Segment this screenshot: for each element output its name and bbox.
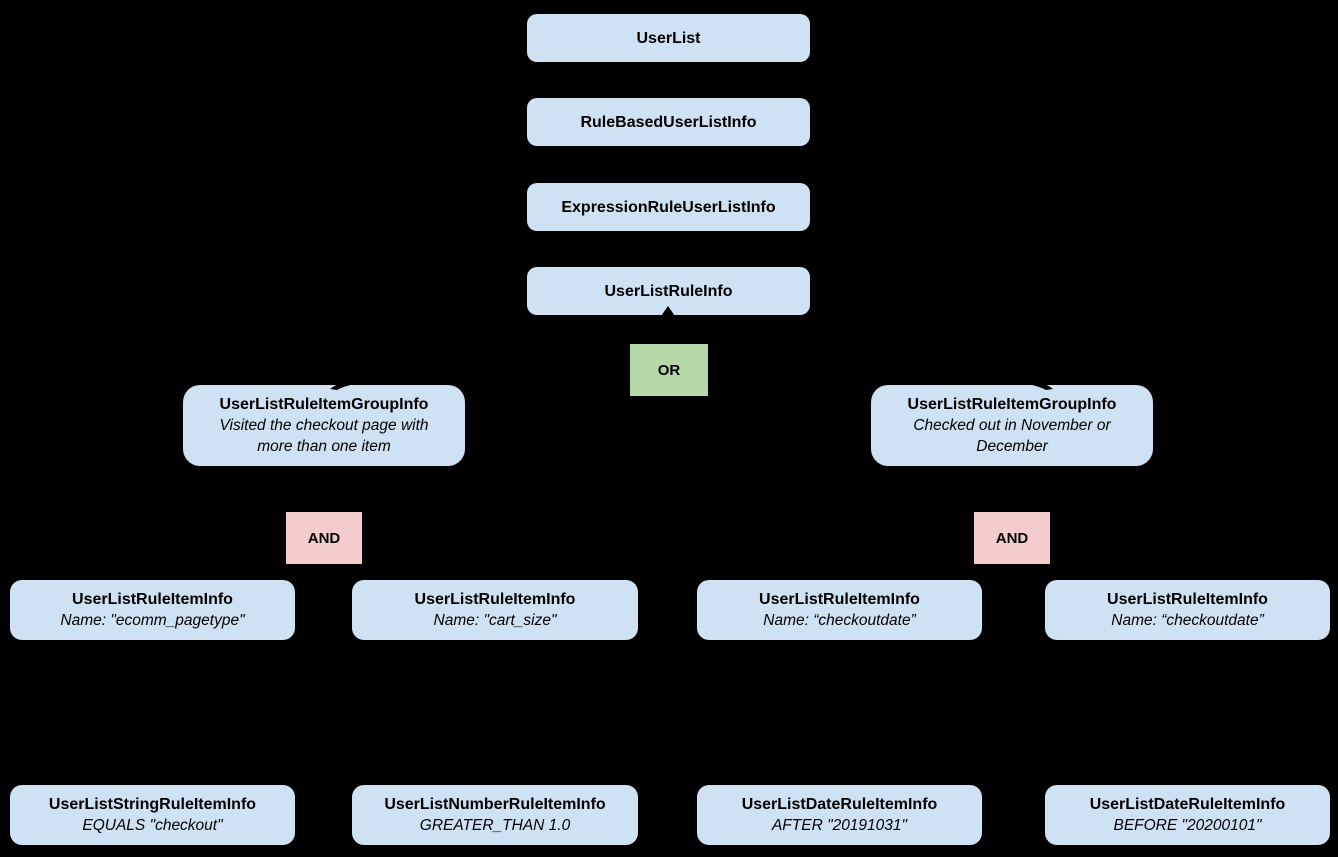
node-leaf-string-rule: UserListStringRuleItemInfo EQUALS "check… [10,785,295,845]
node-group-left-title: UserListRuleItemGroupInfo [219,396,429,413]
node-leaf-date-after-rule-title: UserListDateRuleItemInfo [741,796,938,813]
node-item-ecomm-pagetype: UserListRuleItemInfo Name: "ecomm_pagety… [10,580,295,640]
node-leaf-date-after-rule: UserListDateRuleItemInfo AFTER "20191031… [697,785,982,845]
node-userlist-title: UserList [636,29,701,47]
connector-arrowhead-left-icon [330,373,400,390]
node-item-ecomm-pagetype-title: UserListRuleItemInfo [72,591,233,608]
node-and-left: AND [286,512,362,564]
node-expression-rule-user-list-info: ExpressionRuleUserListInfo [527,183,810,231]
connector-arrowhead-right-icon [983,373,1053,390]
node-item-checkoutdate-before: UserListRuleItemInfo Name: “checkoutdate… [1045,580,1330,640]
node-group-right: UserListRuleItemGroupInfo Checked out in… [871,385,1153,466]
node-leaf-string-rule-condition: EQUALS "checkout" [82,817,223,834]
node-leaf-number-rule-condition: GREATER_THAN 1.0 [419,817,571,834]
node-item-checkoutdate-after-name: Name: “checkoutdate” [763,612,916,629]
node-leaf-date-before-rule: UserListDateRuleItemInfo BEFORE "2020010… [1045,785,1330,845]
connector-stub-center-icon [659,306,677,319]
node-leaf-string-rule-title: UserListStringRuleItemInfo [48,796,257,813]
node-user-list-rule-info-title: UserListRuleInfo [604,282,733,300]
node-item-ecomm-pagetype-name: Name: "ecomm_pagetype" [60,612,245,629]
node-item-checkoutdate-before-name: Name: “checkoutdate” [1111,612,1264,629]
node-leaf-number-rule: UserListNumberRuleItemInfo GREATER_THAN … [352,785,638,845]
and-left-label: AND [307,529,341,547]
node-or-operator: OR [630,344,708,396]
node-userlist: UserList [527,14,810,62]
node-group-left-description: Visited the checkout page with more than… [219,417,429,455]
and-right-label: AND [995,529,1029,547]
node-item-checkoutdate-after: UserListRuleItemInfo Name: “checkoutdate… [697,580,982,640]
node-item-cart-size-title: UserListRuleItemInfo [414,591,576,608]
node-group-left: UserListRuleItemGroupInfo Visited the ch… [183,385,465,466]
node-expression-rule-user-list-info-title: ExpressionRuleUserListInfo [561,198,776,216]
node-leaf-date-before-rule-title: UserListDateRuleItemInfo [1089,796,1286,813]
or-operator-label: OR [657,361,681,379]
node-item-cart-size-name: Name: "cart_size" [433,612,557,629]
node-item-cart-size: UserListRuleItemInfo Name: "cart_size" [352,580,638,640]
node-rule-based-user-list-info-title: RuleBasedUserListInfo [580,113,757,131]
node-group-right-description: Checked out in November or December [913,417,1111,455]
node-leaf-number-rule-title: UserListNumberRuleItemInfo [384,796,606,813]
node-leaf-date-after-rule-condition: AFTER "20191031" [771,817,908,834]
node-leaf-date-before-rule-condition: BEFORE "20200101" [1113,817,1262,834]
node-and-right: AND [974,512,1050,564]
node-group-right-title: UserListRuleItemGroupInfo [907,396,1117,413]
node-rule-based-user-list-info: RuleBasedUserListInfo [527,98,810,146]
node-item-checkoutdate-before-title: UserListRuleItemInfo [1107,591,1268,608]
node-item-checkoutdate-after-title: UserListRuleItemInfo [759,591,920,608]
